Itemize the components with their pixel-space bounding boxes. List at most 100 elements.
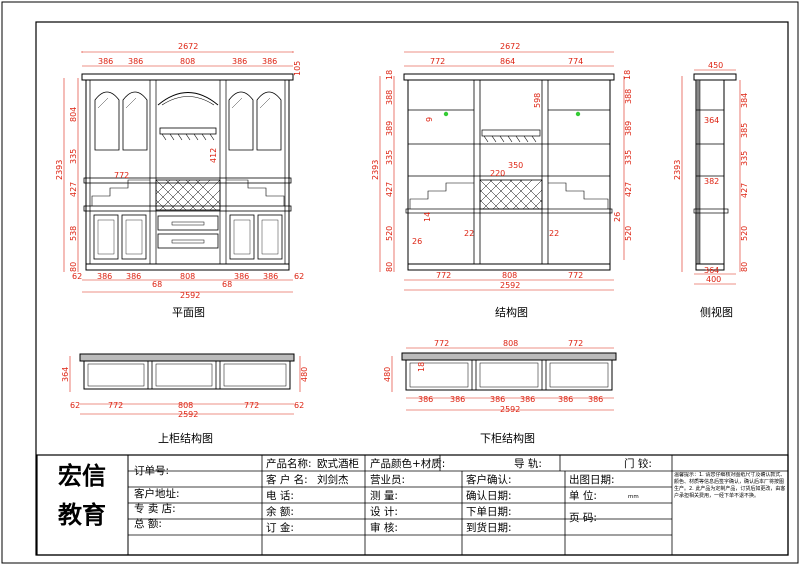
structure-bottom-3: 772: [568, 271, 583, 280]
page-label: 页 码:: [569, 512, 597, 524]
sales-label: 营业员:: [370, 473, 405, 486]
structure-bottom-total: 2592: [500, 281, 520, 290]
plan-bottom-1: 62: [72, 272, 82, 281]
lower-b5: 386: [558, 395, 573, 404]
structure-inner-14: 14: [423, 212, 432, 222]
delivery-date-label: 到货日期:: [466, 521, 512, 534]
plan-top-right: 105: [293, 61, 302, 76]
structure-left-1: 18: [385, 70, 394, 80]
order-date-label: 下单日期:: [466, 506, 512, 518]
plan-bottom-4: 808: [180, 272, 195, 281]
plan-top-width-3: 808: [180, 57, 195, 66]
side-top-width: 450: [708, 61, 723, 70]
structure-right-6: 520: [624, 226, 633, 241]
design-label: 设 计:: [370, 505, 398, 518]
structure-left-2: 388: [385, 90, 394, 105]
plan-top-width-5: 386: [262, 57, 277, 66]
plan-overall-width: 2672: [178, 42, 198, 51]
structure-top-small: 18: [623, 70, 632, 80]
structure-left-4: 335: [385, 150, 394, 165]
side-inner-382: 382: [704, 177, 719, 186]
lower-top-1: 772: [434, 339, 449, 348]
structure-right-4: 335: [624, 150, 633, 165]
side-h3: 335: [740, 151, 749, 166]
lower-inner-18: 18: [417, 362, 426, 372]
lower-b4: 386: [520, 395, 535, 404]
structure-left-7: 80: [385, 262, 394, 272]
structure-overall-width: 2672: [500, 42, 520, 51]
product-name-label: 产品名称:: [266, 457, 312, 470]
upper-w5: 62: [294, 401, 304, 410]
structure-inner-350: 350: [508, 161, 523, 170]
upper-w2: 772: [108, 401, 123, 410]
total-label: 总 额:: [134, 517, 162, 530]
customer-confirm-label: 客户确认:: [466, 473, 512, 486]
structure-top-3: 774: [568, 57, 583, 66]
upper-total: 2592: [178, 410, 198, 419]
lower-total: 2592: [500, 405, 520, 414]
lower-caption: 下柜结构图: [480, 431, 535, 445]
structure-right-1: 388: [624, 89, 633, 104]
structure-inner-9: 9: [425, 117, 434, 122]
side-h4: 427: [740, 183, 749, 198]
structure-bottom-1: 772: [436, 271, 451, 280]
lower-b6: 386: [588, 395, 603, 404]
confirm-date-label: 确认日期:: [466, 489, 512, 502]
structure-inner-598: 598: [533, 93, 542, 108]
structure-inner-22a: 22: [464, 229, 474, 238]
order-no-label: 订单号:: [134, 465, 169, 477]
structure-right-5: 427: [624, 182, 633, 197]
deposit-label: 订 金:: [266, 521, 294, 534]
structure-left-5: 427: [385, 182, 394, 197]
side-caption: 侧视图: [700, 305, 733, 319]
plan-bottom-3: 386: [126, 272, 141, 281]
lower-structure-view: 772 808 772 480 18 386 386 386 386 386 3…: [383, 339, 617, 445]
plan-caption: 平面图: [172, 306, 205, 319]
structure-inner-22b: 22: [549, 229, 559, 238]
structure-top-2: 864: [500, 57, 515, 66]
plan-height-2: 335: [69, 149, 78, 164]
structure-bottom-2: 808: [502, 271, 517, 280]
side-view: 450 364 382 2393 384 385 335 427 520 80 …: [673, 61, 749, 319]
plan-bottom-2: 386: [97, 272, 112, 281]
structure-total-height: 2393: [371, 160, 380, 180]
plan-bottom-small-2: 68: [222, 280, 232, 289]
structure-view: 2672 772 864 774 18 2393 18 388 389 335 …: [371, 42, 633, 319]
customer-label: 客 户 名:: [266, 473, 308, 486]
side-inner-364: 364: [704, 116, 719, 125]
upper-caption: 上柜结构图: [158, 431, 213, 445]
plan-bottom-small-1: 68: [152, 280, 162, 289]
lower-height: 480: [383, 367, 392, 382]
store-label: 专 卖 店:: [134, 502, 176, 515]
plan-bottom-6: 386: [263, 272, 278, 281]
plan-bottom-total: 2592: [180, 291, 200, 300]
phone-label: 电 话:: [266, 489, 294, 502]
side-total-height: 2393: [673, 160, 682, 180]
review-label: 审 核:: [370, 521, 398, 534]
structure-caption: 结构图: [495, 305, 528, 319]
title-block: 宏信 教育 订单号: 产品名称: 欧式酒柜 产品颜色+材质: 导 轨: 门 铰:…: [36, 454, 789, 556]
plan-top-width-2: 386: [128, 57, 143, 66]
plan-top-width-1: 386: [98, 57, 113, 66]
side-h2: 385: [740, 123, 749, 138]
plan-height-1: 804: [69, 107, 78, 122]
structure-inner-26a: 26: [412, 237, 422, 246]
customer-address-label: 客户地址:: [134, 487, 180, 500]
lower-top-2: 808: [503, 339, 518, 348]
plan-top-width-4: 386: [232, 57, 247, 66]
structure-right-3: 389: [624, 121, 633, 136]
plan-bottom-5: 386: [234, 272, 249, 281]
plan-height-5: 80: [69, 262, 78, 272]
upper-w1: 62: [70, 401, 80, 410]
balance-label: 余 额:: [266, 505, 294, 518]
plan-height-4: 538: [69, 226, 78, 241]
side-bottom-400: 400: [706, 275, 721, 284]
product-name-value: 欧式酒柜: [317, 457, 359, 470]
structure-inner-220: 220: [490, 169, 505, 178]
structure-top-1: 772: [430, 57, 445, 66]
plan-total-height: 2393: [55, 160, 64, 180]
customer-value: 刘剑杰: [317, 473, 349, 486]
upper-right-height: 480: [300, 367, 309, 382]
